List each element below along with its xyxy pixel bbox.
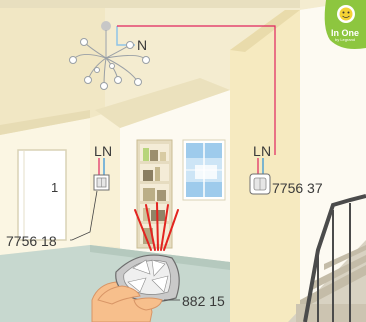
remote-ref-label: 882 15 xyxy=(182,294,225,308)
left-door xyxy=(18,150,66,240)
left-switch-ref-label: 7756 18 xyxy=(6,234,57,248)
door-number-label: 1 xyxy=(51,181,58,194)
right-live-label: L xyxy=(253,144,261,158)
left-live-label: L xyxy=(94,144,102,158)
right-switch-ref-label: 7756 37 xyxy=(272,181,323,195)
ceiling-neutral-label: N xyxy=(137,38,147,52)
ceiling-edge xyxy=(0,0,300,8)
right-neutral-label: N xyxy=(261,144,271,158)
left-wall-switch xyxy=(94,175,109,190)
bookshelf xyxy=(137,140,172,248)
right-partition-wall xyxy=(230,10,300,322)
right-wall-switch xyxy=(250,174,270,194)
left-neutral-label: N xyxy=(102,144,112,158)
logo-sub-text: by Legrand xyxy=(335,38,355,42)
window xyxy=(183,140,225,200)
